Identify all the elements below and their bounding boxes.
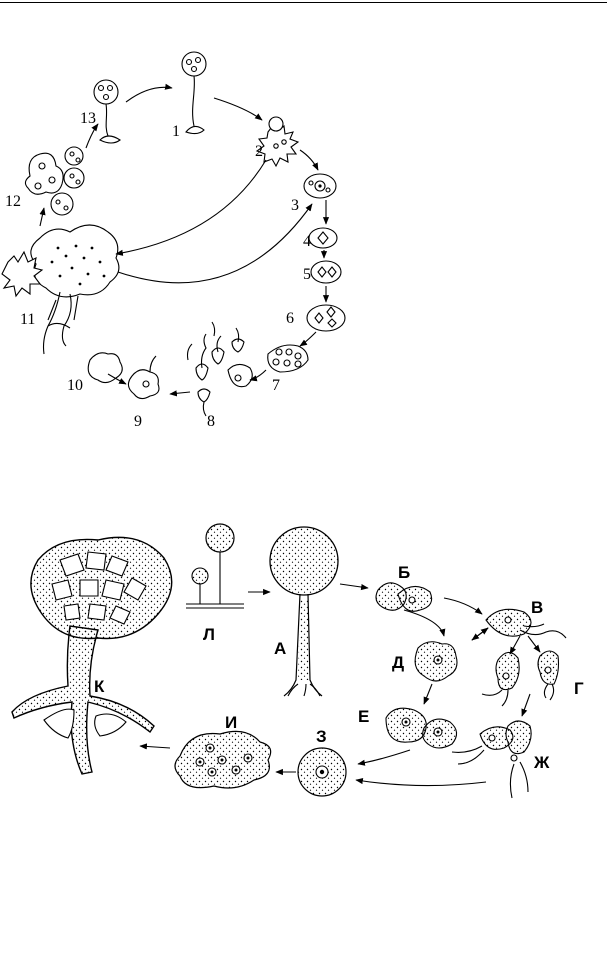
label-13: 13 xyxy=(80,110,96,127)
label-11: 11 xyxy=(20,311,35,328)
stage-L-young-sporangia xyxy=(186,524,244,608)
stage-E-fusing-amoebae xyxy=(386,708,457,748)
label-3: 3 xyxy=(291,197,299,214)
stage-10-amoeba xyxy=(88,353,122,383)
label-G: Г xyxy=(574,679,584,698)
stage-Z-zygote xyxy=(298,748,346,796)
stage-Zh-fusing-flagellates xyxy=(452,721,531,798)
label-10: 10 xyxy=(67,377,83,394)
label-7: 7 xyxy=(272,377,280,394)
stage-4-spore xyxy=(309,228,337,248)
label-4: 4 xyxy=(303,233,311,250)
bottom-cycle-diagram: Л А Б В Г Д Е Ж З И К xyxy=(12,524,584,798)
label-A: А xyxy=(274,639,286,658)
stage-1-sporangium xyxy=(182,52,206,134)
top-cycle-diagram: 1 2 3 4 5 6 7 8 9 10 11 12 13 xyxy=(2,52,345,430)
label-K: К xyxy=(94,677,105,696)
stage-K-plasmodium-net xyxy=(12,537,172,774)
stage-G-flagellates xyxy=(482,651,559,706)
stage-5-spore xyxy=(311,261,341,283)
label-8: 8 xyxy=(207,413,215,430)
stage-V-flagellate xyxy=(486,609,566,638)
label-6: 6 xyxy=(286,310,294,327)
stage-13-sporangium xyxy=(94,80,120,143)
label-1: 1 xyxy=(172,123,180,140)
stage-12-spore-cluster xyxy=(25,147,84,215)
stage-I-young-plasmodium xyxy=(175,731,271,788)
label-2: 2 xyxy=(255,143,263,160)
label-I: И xyxy=(225,713,237,732)
stage-6-spore xyxy=(307,305,345,331)
label-D: Д xyxy=(392,653,404,672)
stage-D-amoeba xyxy=(415,642,457,681)
stage-9-amoeba xyxy=(128,356,159,399)
label-5: 5 xyxy=(303,266,311,283)
stage-8-flagellates xyxy=(188,322,253,416)
label-B: Б xyxy=(398,563,410,582)
label-L: Л xyxy=(203,625,215,644)
label-Z: З xyxy=(316,727,327,746)
label-Zh: Ж xyxy=(533,753,550,772)
stage-7-cells xyxy=(268,345,308,372)
label-12: 12 xyxy=(5,193,21,210)
stage-2-bursting-sporangium xyxy=(257,117,298,166)
stage-11-plasmodium xyxy=(2,225,119,354)
stage-B-germinating-spore xyxy=(376,583,432,611)
label-E: Е xyxy=(358,707,369,726)
label-9: 9 xyxy=(134,413,142,430)
stage-3-spore xyxy=(304,174,336,198)
label-V: В xyxy=(531,598,543,617)
stage-A-sporangium xyxy=(270,527,338,696)
